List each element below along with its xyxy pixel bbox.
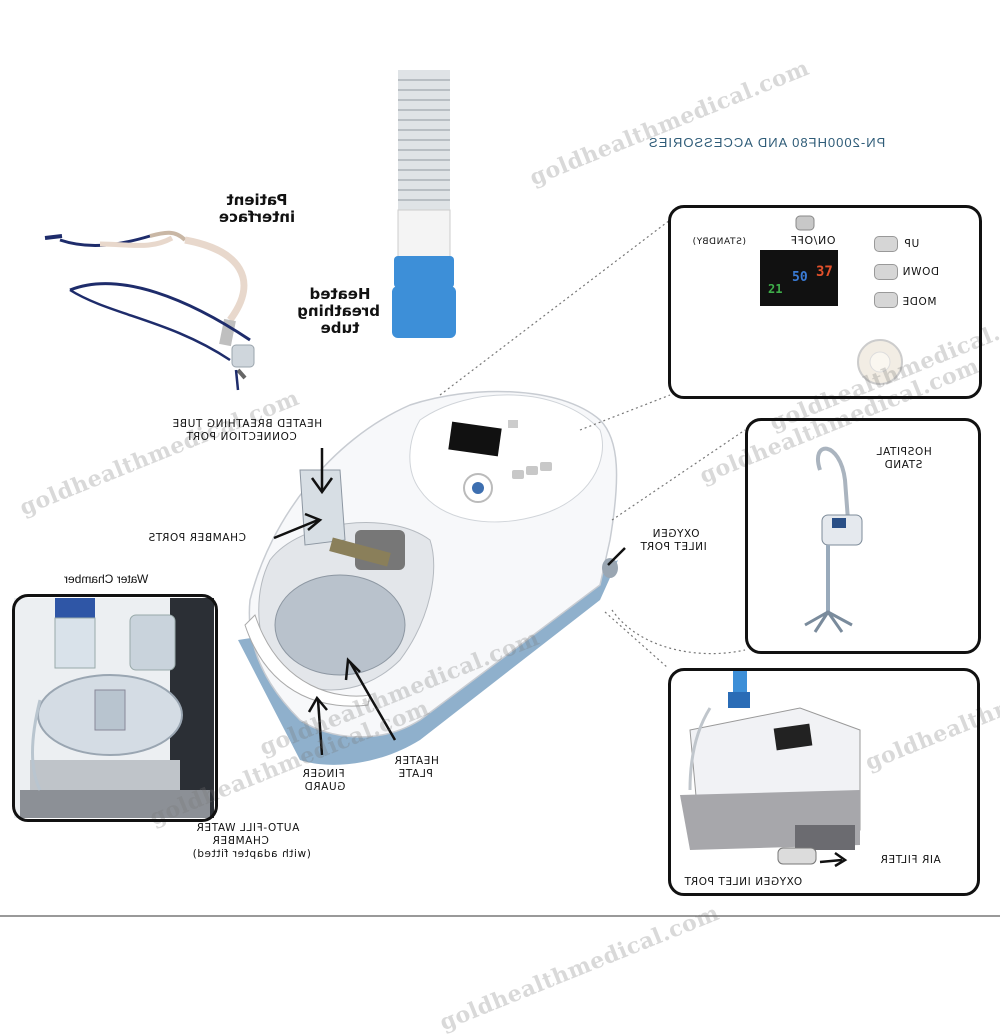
tube-port-label-line1: HEATED BREATHING TUBE	[172, 418, 323, 430]
control-panel-callout	[668, 205, 982, 399]
up-label: UP	[904, 238, 920, 250]
oxygen-inlet-port-label: OXYGEN INLET PORT	[684, 876, 803, 888]
display-flow: 50	[792, 270, 808, 285]
power-label: ON/OFF	[790, 234, 836, 247]
autofill-label-line2: CHAMBER	[212, 835, 269, 847]
display-temperature: 37	[816, 264, 833, 280]
standby-label: (STANDBY)	[692, 237, 746, 247]
hospital-stand-label-line1: HOSPITAL	[876, 446, 932, 458]
hospital-stand-label-line2: STAND	[884, 459, 923, 471]
display-oxygen: 21	[768, 282, 783, 296]
air-filter-label: AIR FILTER	[880, 854, 941, 866]
lcd-display	[760, 250, 838, 306]
autofill-label-line1: AUTO-FILL WATER	[196, 822, 300, 834]
page-title: PN-2000HF80 AND ACCESSORIES	[648, 135, 886, 150]
tube-port-label-line2: CONNECTION PORT	[186, 431, 297, 443]
annotation-arrows	[273, 448, 848, 868]
water-chamber-photo	[14, 598, 214, 818]
diagram-illustration	[0, 70, 1000, 917]
patient-interface-label: Patient interface	[218, 191, 296, 226]
heater-plate-label-line2: PLATE	[398, 768, 433, 780]
mode-button[interactable]	[874, 292, 898, 308]
control-panel-detail	[760, 215, 903, 385]
rear-view-callout	[668, 668, 980, 896]
down-button[interactable]	[874, 264, 898, 280]
autofill-label-line3: (with adapter fitted)	[192, 848, 311, 860]
leader-lines	[439, 219, 746, 669]
oxygen-inlet-label-line2: INLET PORT	[640, 541, 707, 553]
heater-plate-label-line1: HEATER	[394, 755, 439, 767]
up-button[interactable]	[874, 236, 898, 252]
finger-guard-label-line2: GUARD	[304, 781, 346, 793]
rear-view-photo	[680, 668, 861, 865]
down-label: DOWN	[902, 266, 939, 278]
hospital-stand-callout	[745, 418, 981, 654]
oxygen-inlet-label-line1: OXYGEN	[652, 528, 700, 540]
heated-tube-label: Heated breathing tube	[297, 285, 380, 337]
chamber-ports-label: CHAMBER PORTS	[148, 532, 246, 544]
finger-guard-label-line1: FINGER	[302, 768, 345, 780]
humidifier-device-illustration	[238, 390, 618, 765]
patient-interface-illustration	[44, 230, 255, 391]
water-chamber-label: Water Chamber	[64, 572, 149, 586]
mode-label: MODE	[902, 296, 937, 308]
heated-tube-illustration	[392, 70, 456, 338]
water-chamber-panel	[12, 594, 218, 822]
hospital-stand-photo	[804, 446, 863, 633]
